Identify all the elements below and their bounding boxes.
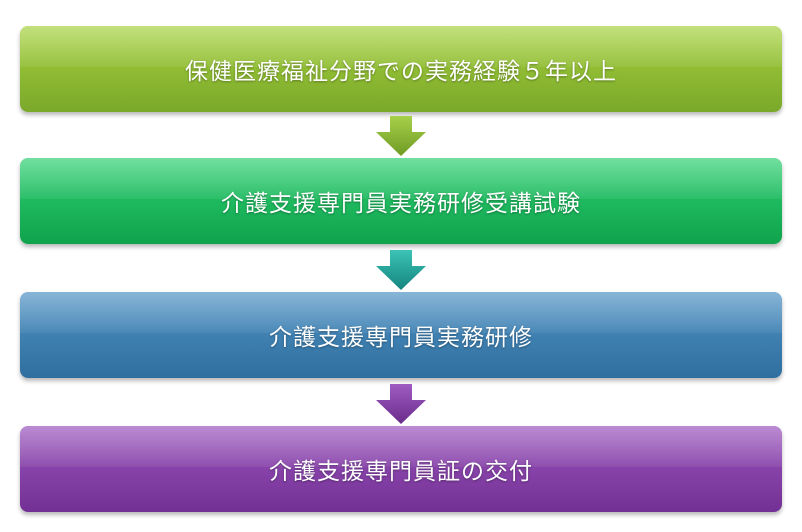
arrow-down-icon xyxy=(376,384,426,424)
step-label: 保健医療福祉分野での実務経験５年以上 xyxy=(185,59,617,85)
step-work-experience: 保健医療福祉分野での実務経験５年以上 xyxy=(20,26,782,112)
step-certificate-issuance: 介護支援専門員証の交付 xyxy=(20,426,782,512)
step-label: 介護支援専門員実務研修 xyxy=(269,325,533,351)
step-label: 介護支援専門員実務研修受講試験 xyxy=(221,191,581,217)
arrow-down-icon xyxy=(376,250,426,290)
arrow-down-icon xyxy=(376,116,426,156)
step-label: 介護支援専門員証の交付 xyxy=(269,459,533,485)
step-training-exam: 介護支援専門員実務研修受講試験 xyxy=(20,158,782,244)
step-practical-training: 介護支援専門員実務研修 xyxy=(20,292,782,378)
